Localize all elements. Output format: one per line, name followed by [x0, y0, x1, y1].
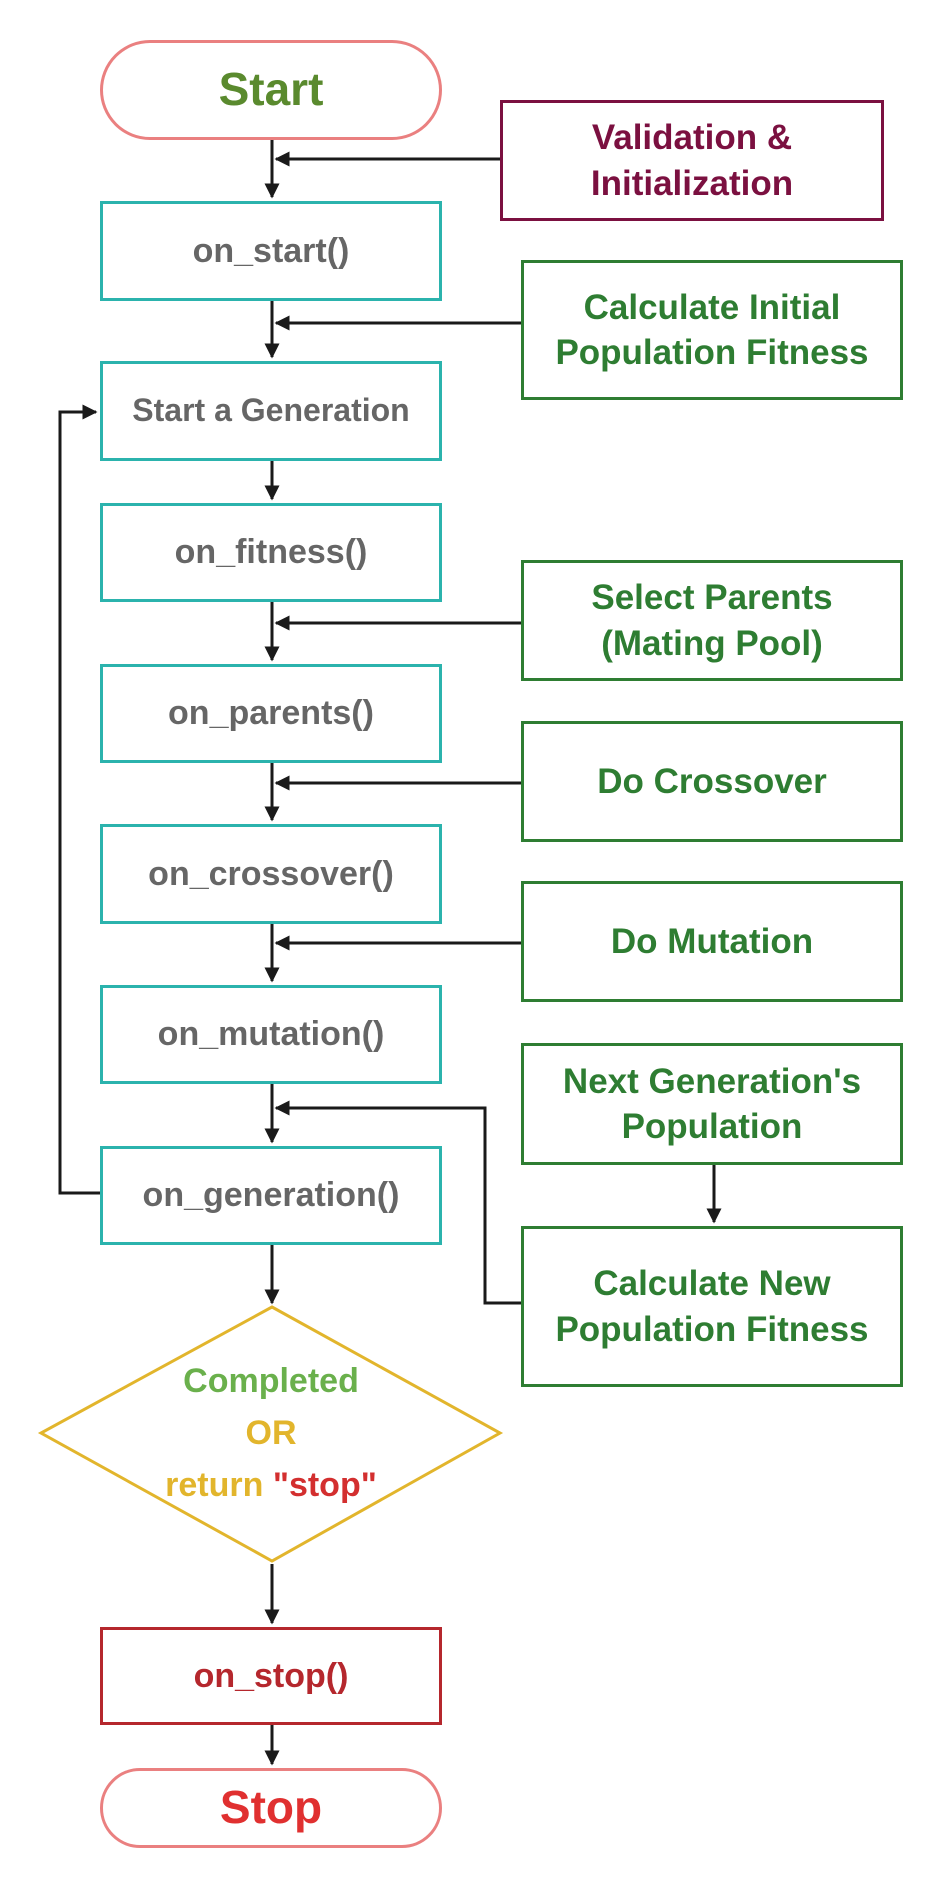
- on-start-box: on_start(): [100, 201, 442, 301]
- calc-initial-line-2: Population Fitness: [555, 333, 869, 372]
- decision-or: OR: [245, 1414, 297, 1452]
- select-parents-line-1: Select Parents: [591, 578, 833, 617]
- do-crossover-label: Do Crossover: [597, 761, 827, 801]
- start-label: Start: [218, 63, 324, 116]
- on-fitness-label: on_fitness(): [174, 533, 368, 572]
- next-generation-box: Next Generation's Population: [521, 1043, 903, 1165]
- decision-return-line: return "stop": [100, 1459, 442, 1511]
- do-mutation-label: Do Mutation: [610, 921, 814, 961]
- decision-diamond: [37, 1305, 504, 1563]
- start-generation-label: Start a Generation: [132, 392, 410, 429]
- calc-new-box: Calculate New Population Fitness: [521, 1226, 903, 1387]
- select-parents-line-2: (Mating Pool): [601, 623, 823, 663]
- stop-label: Stop: [219, 1781, 323, 1834]
- calc-new-line-1: Calculate New: [593, 1264, 831, 1303]
- calc-initial-box: Calculate Initial Population Fitness: [521, 260, 903, 400]
- decision-stop-word: "stop": [272, 1466, 377, 1504]
- on-start-label: on_start(): [192, 231, 350, 270]
- on-mutation-label: on_mutation(): [157, 1015, 385, 1054]
- decision-completed: Completed: [183, 1362, 359, 1400]
- on-stop-label: on_stop(): [193, 1656, 349, 1695]
- next-generation-line-2: Population: [621, 1107, 803, 1146]
- on-parents-label: on_parents(): [168, 694, 374, 733]
- do-crossover-box: Do Crossover: [521, 721, 903, 842]
- start-terminal: Start: [100, 40, 442, 140]
- validation-box: Validation & Initialization: [500, 100, 884, 221]
- on-crossover-box: on_crossover(): [100, 824, 442, 924]
- on-fitness-box: on_fitness(): [100, 503, 442, 602]
- calc-new-line-2: Population Fitness: [555, 1309, 869, 1349]
- on-stop-box: on_stop(): [100, 1627, 442, 1725]
- next-generation-line-1: Next Generation's: [562, 1061, 862, 1101]
- on-generation-label: on_generation(): [142, 1176, 400, 1215]
- on-parents-box: on_parents(): [100, 664, 442, 763]
- validation-line-1: Validation &: [591, 118, 793, 157]
- decision-text: Completed OR return "stop": [100, 1355, 442, 1511]
- do-mutation-box: Do Mutation: [521, 881, 903, 1002]
- start-generation-box: Start a Generation: [100, 361, 442, 461]
- arrow-calc-new-in: [274, 1100, 521, 1305]
- calc-initial-line-1: Calculate Initial: [583, 287, 841, 327]
- select-parents-box: Select Parents (Mating Pool): [521, 560, 903, 681]
- stop-terminal: Stop: [100, 1768, 442, 1848]
- on-mutation-box: on_mutation(): [100, 985, 442, 1084]
- validation-line-2: Initialization: [590, 163, 794, 203]
- decision-return-word: return: [165, 1466, 264, 1504]
- arrow-loop-back: [58, 404, 100, 1195]
- on-crossover-label: on_crossover(): [148, 854, 394, 893]
- on-generation-box: on_generation(): [100, 1146, 442, 1245]
